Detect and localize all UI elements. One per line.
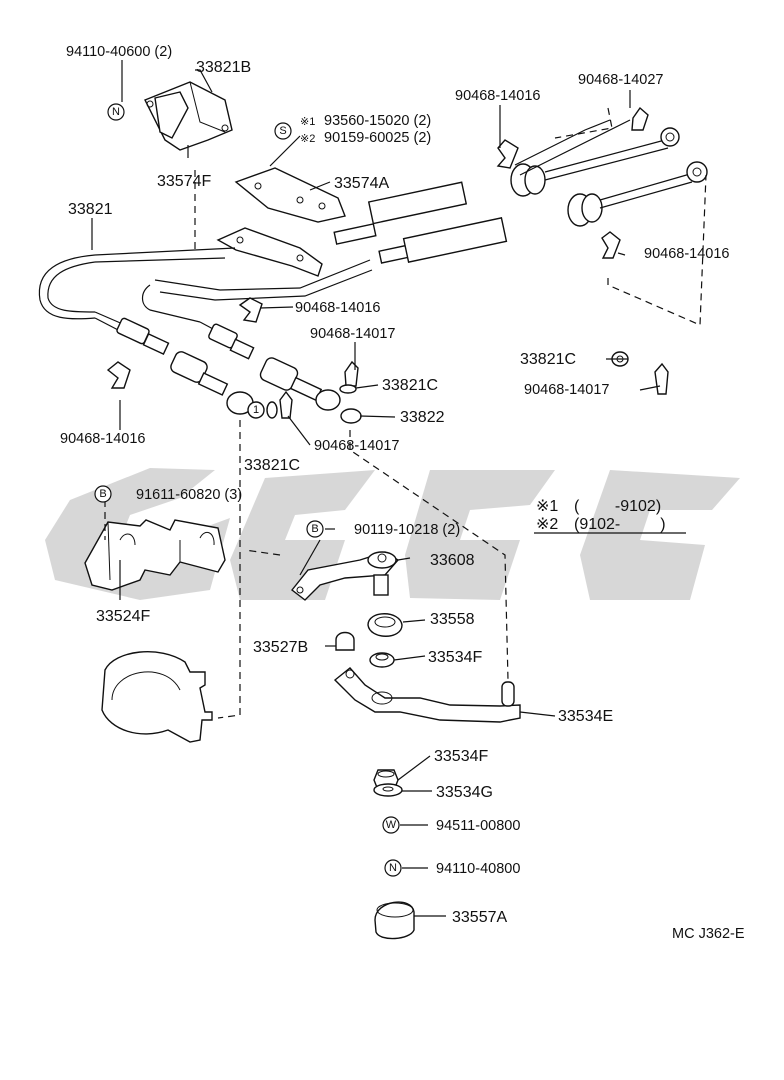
washer-drawings	[266, 351, 629, 424]
part-label: 90468-14016	[295, 300, 380, 316]
part-label: 94110-40600 (2)	[66, 44, 172, 60]
part-label: 90468-14016	[644, 246, 729, 262]
part-label: 33527B	[253, 639, 308, 656]
diagram-code: MC J362-E	[672, 926, 745, 942]
legend: ※1 ( -9102) ※2 (9102- )	[536, 498, 666, 533]
badge-b-bolt: B	[94, 485, 112, 503]
shift-lever-33608	[291, 551, 400, 601]
cable-bracket	[216, 227, 323, 277]
part-label: 33534F	[428, 649, 482, 666]
part-label: 33821C	[520, 351, 576, 368]
legend-text-1: ( -9102)	[574, 498, 661, 515]
part-label: 33524F	[96, 608, 150, 625]
cap-33557a	[374, 901, 415, 940]
part-label: 90119-10218 (2)	[354, 522, 460, 538]
clip-drawings	[106, 106, 669, 419]
badge-s-screw: S	[274, 122, 292, 140]
badge-letter: S	[279, 125, 286, 137]
part-label: 33534E	[558, 708, 613, 725]
leader-lines	[91, 60, 707, 917]
part-labels: 94110-40600 (2) 33821B 33574F 33574A 338…	[60, 44, 729, 926]
part-label: 33821B	[196, 59, 251, 76]
badge-letter: B	[99, 488, 106, 500]
badge-letter: N	[389, 862, 397, 874]
cable-boot-33821b	[144, 81, 233, 151]
part-label: 90468-14017	[524, 382, 609, 398]
badge-w-washer: W	[382, 816, 400, 834]
part-label: 90468-14016	[60, 431, 145, 447]
part-label: 33821C	[244, 457, 300, 474]
part-label: 33558	[430, 611, 475, 628]
part-label: 33574F	[157, 173, 211, 190]
part-label: 94511-00800	[436, 818, 520, 834]
bushing-33534f-top	[369, 652, 395, 668]
part-label: 33534G	[436, 784, 493, 801]
legend-mark-1: ※1	[536, 498, 558, 515]
part-label: 91611-60820 (3)	[136, 487, 242, 503]
legend-mark-2: ※2	[536, 516, 558, 533]
badge-letter: N	[112, 106, 120, 118]
alt-mark: ※1	[300, 116, 315, 128]
shift-cables: 1	[38, 119, 708, 419]
part-label: 33574A	[334, 175, 389, 192]
cap-33527b	[335, 631, 355, 651]
part-label: 90468-14027	[578, 72, 663, 88]
badge-letter: B	[311, 523, 318, 535]
part-label: 90468-14016	[455, 88, 540, 104]
badge-b-bolt: B	[306, 520, 324, 538]
part-label: 94110-40800	[436, 861, 520, 877]
alt-part-label: 93560-15020 (2)	[324, 113, 431, 129]
alt-mark: ※2	[300, 133, 315, 145]
svg-text:1: 1	[253, 404, 259, 416]
badge-n-nut: N	[384, 859, 402, 877]
shift-arm-33534e	[333, 667, 521, 723]
part-label: 90468-14017	[314, 438, 399, 454]
badge-n-nut: N	[107, 103, 125, 121]
part-label: 90468-14017	[310, 326, 395, 342]
alt-part-label: 90159-60025 (2)	[324, 130, 431, 146]
part-label: 33821C	[382, 377, 438, 394]
bushing-33558	[367, 613, 403, 637]
washer-33534g	[373, 783, 403, 797]
part-label: 33822	[400, 409, 445, 426]
part-label: 33534F	[434, 748, 488, 765]
legend-text-2: (9102- )	[574, 516, 666, 533]
badge-letter: W	[386, 819, 397, 831]
part-label: 33557A	[452, 909, 507, 926]
alternate-part-labels: ※1 93560-15020 (2) ※2 90159-60025 (2)	[300, 113, 431, 146]
retainer-plate-33574a	[234, 167, 346, 223]
part-label: 33821	[68, 201, 113, 218]
transmission-housing	[101, 651, 213, 743]
part-label: 33608	[430, 552, 475, 569]
